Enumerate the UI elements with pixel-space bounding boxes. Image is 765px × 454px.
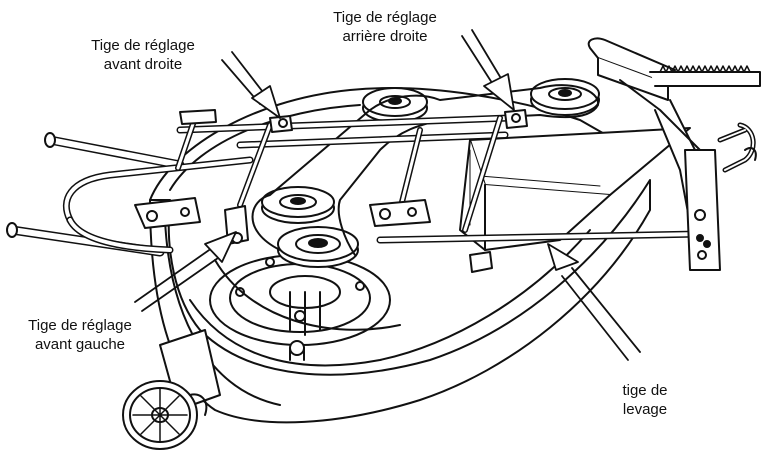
label-front-right-adjustment-rod: Tige de réglage avant droite bbox=[58, 36, 228, 74]
lift-mechanism bbox=[587, 37, 761, 271]
label-line: arrière droite bbox=[342, 28, 428, 45]
arrow-front-right bbox=[221, 51, 281, 119]
label-line: levage bbox=[622, 401, 668, 418]
label-line: Tige de réglage bbox=[91, 37, 195, 54]
spindle-housing bbox=[209, 254, 391, 361]
label-front-left-adjustment-rod: Tige de réglage avant gauche bbox=[0, 316, 160, 354]
arrow-rear-right bbox=[461, 29, 515, 111]
gauge-wheel bbox=[122, 329, 221, 450]
label-line: Tige de réglage bbox=[28, 317, 132, 334]
label-line: Tige de réglage bbox=[333, 9, 437, 26]
drive-belt bbox=[251, 84, 600, 256]
pulley-front bbox=[277, 226, 359, 268]
arrow-front-left bbox=[134, 231, 237, 312]
arrow-lift-rod bbox=[547, 243, 641, 361]
pulley-middle bbox=[261, 186, 335, 224]
label-line: avant droite bbox=[103, 56, 183, 73]
label-line: tige de bbox=[622, 382, 668, 399]
label-lift-rod: tige de levage bbox=[590, 381, 700, 419]
frame-rods bbox=[6, 114, 704, 257]
label-line: avant gauche bbox=[34, 336, 126, 353]
discharge-chute bbox=[459, 127, 691, 251]
pulley-rear-left bbox=[362, 87, 428, 123]
label-rear-right-adjustment-rod: Tige de réglage arrière droite bbox=[300, 8, 470, 46]
